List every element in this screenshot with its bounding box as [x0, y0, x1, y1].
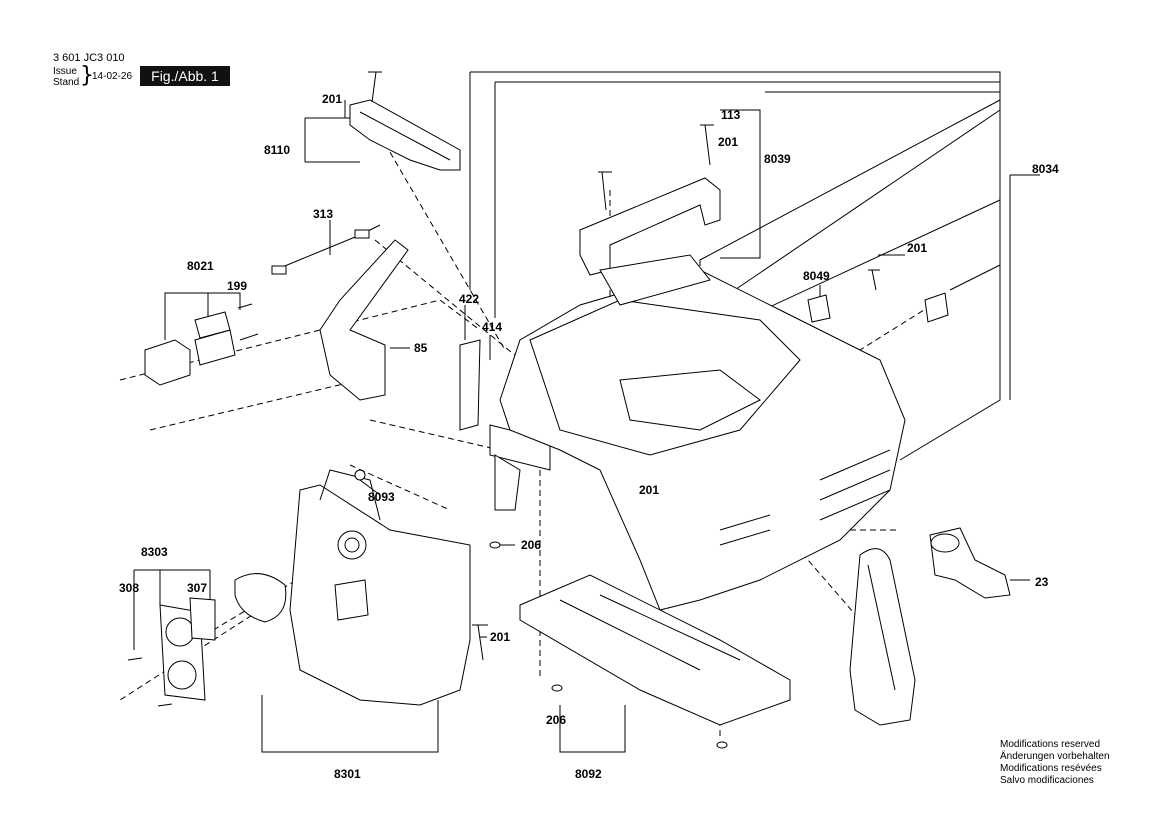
label-308: 308: [119, 581, 139, 595]
part-8303-connector: [127, 597, 216, 707]
part-313-cable: [271, 224, 381, 275]
part-8039-handle: [579, 124, 721, 276]
label-23: 23: [1035, 575, 1049, 589]
part-85-lever: [319, 239, 409, 401]
issue-date: 14-02-26: [92, 71, 133, 82]
figure-label: Fig./Abb. 1: [140, 66, 230, 86]
note-fr: Modifications resévées: [1000, 763, 1102, 774]
label-8021: 8021: [187, 259, 214, 273]
label-201-c: 201: [907, 241, 927, 255]
part-8301-front-housing: [234, 469, 501, 706]
part-8049-plates: [807, 269, 949, 323]
modification-notes: Modifications reserved Änderungen vorbeh…: [1000, 739, 1110, 787]
label-8034: 8034: [1032, 162, 1059, 176]
part-cord-hook: [849, 548, 916, 726]
label-201-b: 201: [718, 135, 738, 149]
label-8301: 8301: [334, 767, 361, 781]
stand-label: Stand: [53, 77, 80, 88]
part-8021-switch: [144, 303, 259, 386]
note-es: Salvo modificaciones: [1000, 775, 1094, 786]
label-414: 414: [482, 320, 502, 334]
brace-glyph: }: [80, 63, 94, 88]
document-number: 3 601 JC3 010: [53, 52, 125, 64]
label-201-top: 201: [322, 92, 342, 106]
label-206-b: 206: [546, 713, 566, 727]
leader-lines: [133, 71, 1040, 753]
label-313: 313: [313, 207, 333, 221]
label-8093: 8093: [368, 490, 395, 504]
label-8092: 8092: [575, 767, 602, 781]
label-206-a: 206: [521, 538, 541, 552]
part-8034-housing: [499, 254, 906, 611]
label-422: 422: [459, 292, 479, 306]
label-85: 85: [414, 341, 428, 355]
label-8110: 8110: [264, 143, 290, 157]
part-labels: 201 8110 113 201 8039 8034 313 8021 199 …: [119, 92, 1059, 781]
issue-stand-label: Issue Stand: [53, 66, 79, 88]
note-de: Änderungen vorbehalten: [1000, 751, 1110, 762]
label-8303: 8303: [141, 545, 168, 559]
label-199: 199: [227, 279, 247, 293]
part-8110-grip: [349, 71, 461, 171]
issue-label: Issue: [53, 66, 77, 77]
label-113: 113: [721, 108, 741, 122]
label-307: 307: [187, 581, 207, 595]
label-201-e: 201: [490, 630, 510, 644]
label-8049: 8049: [803, 269, 830, 283]
note-en: Modifications reserved: [1000, 739, 1101, 750]
part-8092-base: [519, 574, 791, 749]
label-201-d: 201: [639, 483, 659, 497]
part-23-clip: [929, 527, 1011, 599]
label-8039: 8039: [764, 152, 791, 166]
